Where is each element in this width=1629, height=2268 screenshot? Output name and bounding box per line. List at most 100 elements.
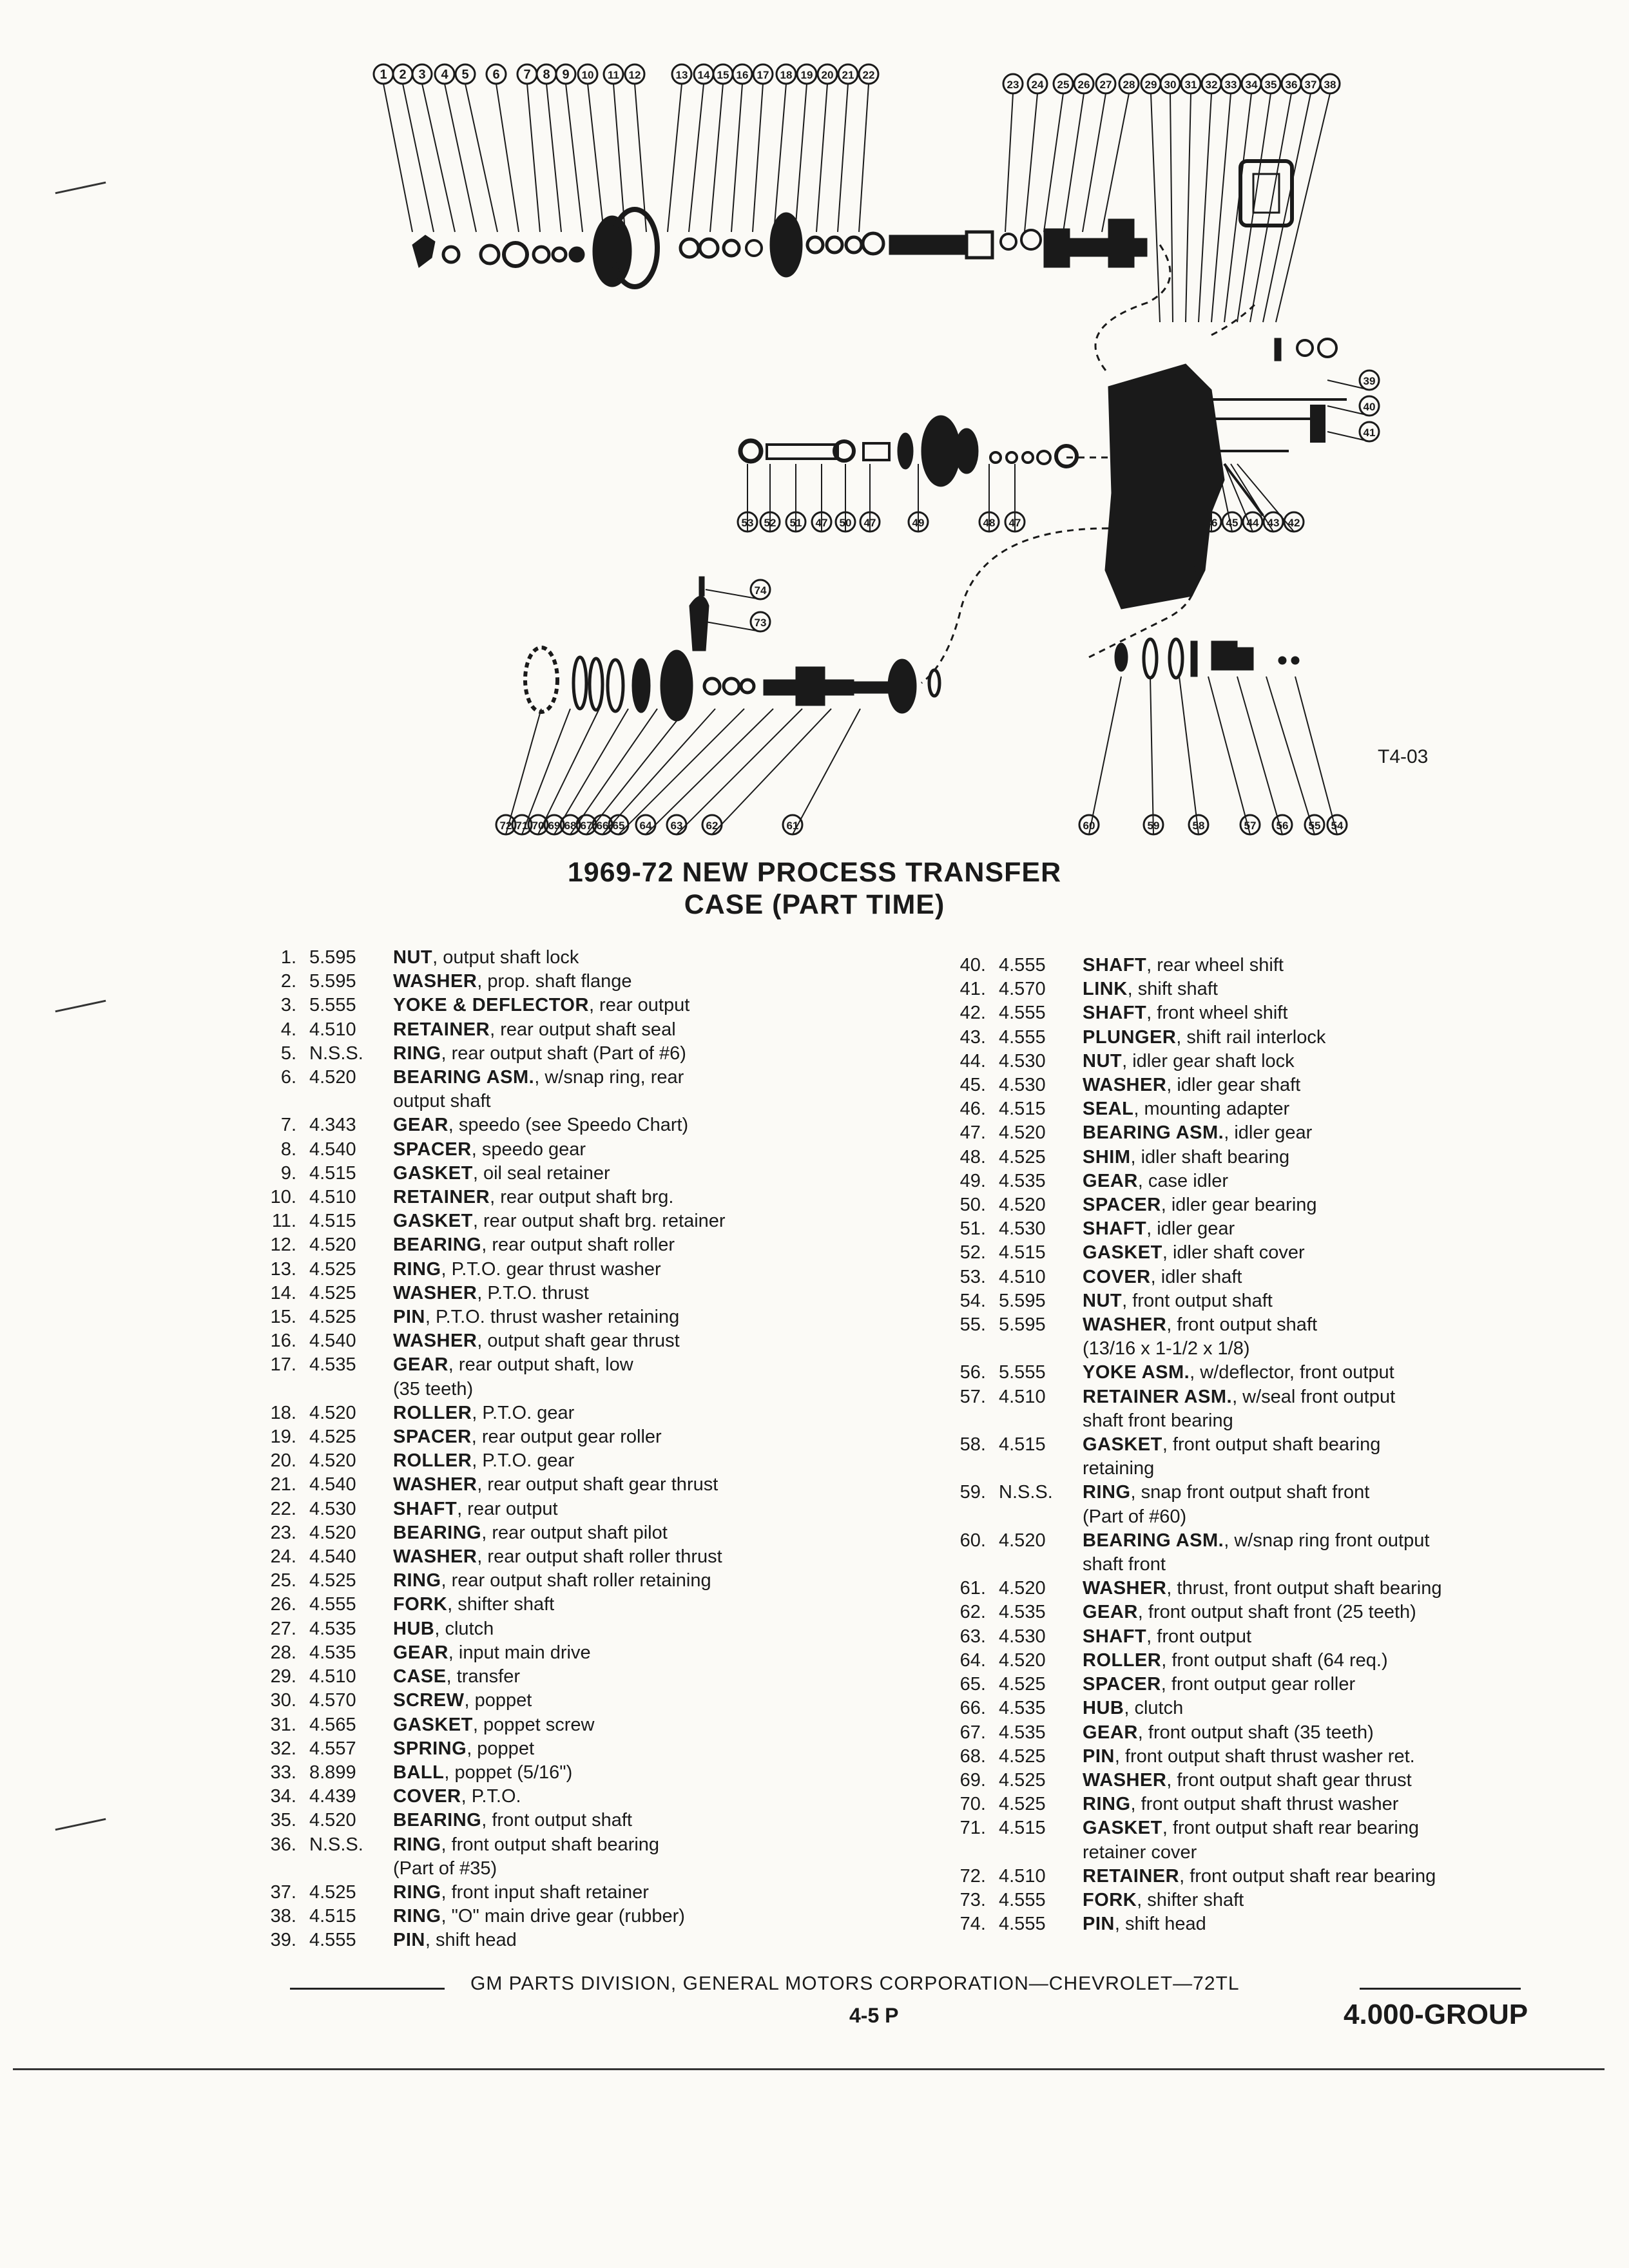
callout-label: 47 — [864, 517, 876, 529]
part-number: 14. — [270, 1282, 296, 1303]
group-number: 4.535 — [309, 1354, 356, 1376]
callout-62: 62 — [701, 708, 832, 836]
group-number: N.S.S. — [999, 1482, 1053, 1503]
callout-26: 26 — [1063, 73, 1095, 233]
part-description: WASHER, front output shaft — [1076, 1313, 1317, 1337]
group-number: N.S.S. — [309, 1834, 363, 1855]
part-number: 50. — [959, 1195, 986, 1216]
group-number: 4.520 — [999, 1195, 1046, 1216]
part-name: SHAFT — [1083, 1003, 1147, 1024]
callout-15: 15 — [709, 63, 734, 233]
part-description: PIN, P.T.O. thrust washer retaining — [387, 1305, 679, 1329]
part-description: RETAINER ASM., w/seal front output — [1076, 1385, 1395, 1409]
callout-8: 8 — [535, 63, 562, 233]
part-number: 53. — [959, 1266, 986, 1287]
part-name: GEAR — [1083, 1170, 1138, 1191]
part-description: HUB, clutch — [387, 1617, 494, 1641]
part-detail: , idler gear — [1146, 1218, 1235, 1240]
part-detail: , shifter shaft — [447, 1594, 555, 1615]
page-title-line2: CASE (PART TIME) — [684, 889, 945, 920]
part-number: 9. — [280, 1162, 296, 1184]
part-name: RING — [393, 1570, 441, 1591]
part-description: GEAR, speedo (see Speedo Chart) — [387, 1113, 688, 1137]
group-number: 4.520 — [309, 1810, 356, 1831]
part-number: 22. — [270, 1498, 296, 1519]
part-detail: , prop. shaft flange — [477, 971, 632, 992]
callout-label: 29 — [1145, 79, 1157, 91]
part-number: 71. — [959, 1818, 986, 1839]
callout-label: 23 — [1007, 79, 1019, 91]
callout-label: 74 — [755, 584, 767, 597]
group-number: 4.520 — [309, 1402, 356, 1423]
part-number: 24. — [270, 1546, 296, 1568]
part-description: SHAFT, front output — [1076, 1625, 1251, 1649]
part-detail: , front output shaft thrust washer ret. — [1114, 1745, 1415, 1767]
part-number: 12. — [270, 1235, 296, 1256]
part-detail: , front output shaft bearing — [1162, 1434, 1381, 1456]
group-number: 4.540 — [309, 1474, 356, 1495]
part-detail: , front output — [1146, 1626, 1251, 1647]
part-detail: , front output shaft (35 teeth) — [1137, 1722, 1374, 1743]
part-detail: , oil seal retainer — [472, 1162, 610, 1184]
part-detail: , idler shaft bearing — [1130, 1146, 1290, 1168]
part-row: 59.N.S.S.RING, snap front output shaft f… — [928, 1481, 1442, 1504]
part-detail: , front output shaft front (25 teeth) — [1137, 1602, 1416, 1623]
callout-label: 1 — [380, 68, 387, 82]
callout-label: 11 — [608, 69, 619, 81]
group-number: 5.595 — [309, 947, 356, 968]
group-number: 4.525 — [309, 1881, 356, 1903]
part-name: GEAR — [1083, 1602, 1138, 1623]
part-detail: , clutch — [1124, 1698, 1184, 1719]
group-number: 4.530 — [999, 1626, 1046, 1647]
callout-24: 24 — [1024, 73, 1048, 233]
callout-28: 28 — [1101, 73, 1140, 233]
part-number: 26. — [270, 1594, 296, 1615]
part-detail: , input main drive — [448, 1642, 591, 1663]
group-number: 4.570 — [999, 979, 1046, 1000]
part-name: WASHER — [1083, 1075, 1167, 1096]
part-detail: , clutch — [434, 1618, 494, 1639]
callout-label: 47 — [1009, 517, 1021, 529]
callout-55: 55 — [1266, 676, 1325, 836]
callout-label: 39 — [1364, 375, 1376, 387]
part-number: 41. — [959, 979, 986, 1000]
part-description: SPACER, rear output gear roller — [387, 1425, 662, 1449]
part-detail: , idler shaft — [1150, 1266, 1242, 1287]
part-description: BEARING ASM., idler gear — [1076, 1121, 1312, 1145]
part-detail: , rear wheel shift — [1146, 955, 1284, 975]
part-description: GEAR, input main drive — [387, 1641, 591, 1665]
group-number: 4.515 — [999, 1818, 1046, 1839]
callout-label: 52 — [764, 517, 776, 529]
part-description: GASKET, idler shaft cover — [1076, 1241, 1305, 1265]
callout-49: 49 — [907, 464, 929, 533]
callout-18: 18 — [773, 63, 797, 233]
callout-33: 33 — [1211, 73, 1242, 323]
callout-label: 47 — [816, 517, 828, 529]
part-detail: , front output shaft bearing — [441, 1834, 660, 1855]
part-name: RING — [393, 1906, 441, 1927]
part-number: 46. — [959, 1099, 986, 1120]
callout-label: 16 — [737, 69, 749, 81]
part-detail: , poppet (5/16") — [444, 1762, 573, 1783]
front-yoke-parts — [1114, 637, 1300, 680]
part-name: SPRING — [393, 1738, 467, 1759]
